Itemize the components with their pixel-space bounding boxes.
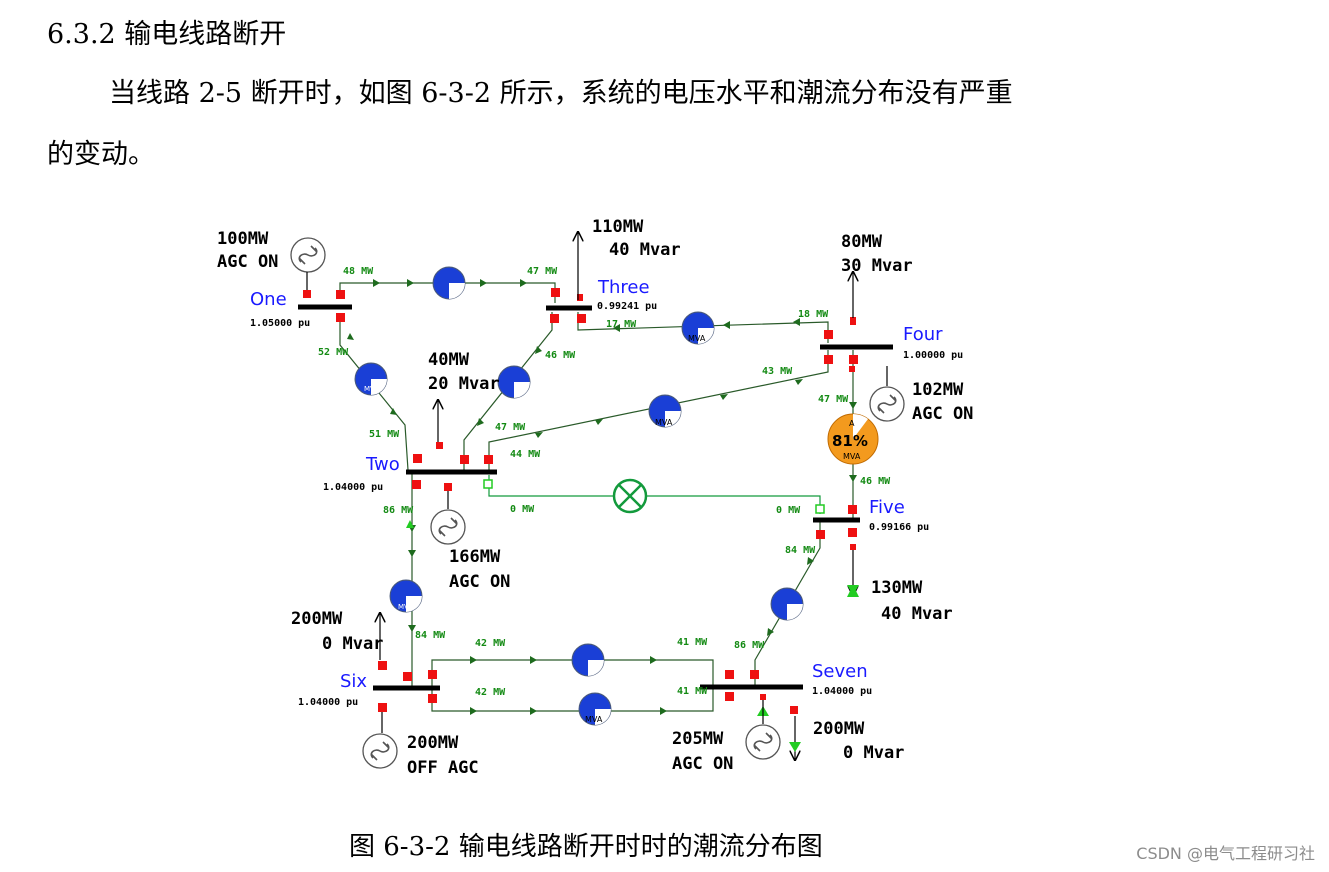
svg-text:AGC ON: AGC ON: [449, 572, 510, 592]
generator-icon-4: [869, 386, 905, 422]
svg-text:A: A: [849, 419, 855, 428]
bus-voltage-seven: 1.04000 pu: [812, 686, 872, 697]
bus-voltage-four: 1.00000 pu: [903, 350, 963, 361]
gauge-line-2-3: [497, 365, 531, 399]
generators: [290, 237, 905, 769]
gauge-line-1-3: [432, 266, 466, 300]
svg-text:200MW: 200MW: [813, 719, 865, 739]
overload-gauge-line-4-5: A 81% MVA: [827, 413, 879, 465]
svg-text:80MW: 80MW: [841, 232, 883, 252]
bus-voltage-five: 0.99166 pu: [869, 522, 929, 533]
svg-text:MVA: MVA: [398, 603, 413, 611]
svg-text:84 MW: 84 MW: [415, 630, 446, 641]
svg-text:AGC ON: AGC ON: [912, 404, 973, 424]
svg-text:MVA: MVA: [843, 452, 861, 461]
svg-text:41 MW: 41 MW: [677, 637, 708, 648]
bus-name-six: Six: [340, 671, 367, 692]
svg-text:40 Mvar: 40 Mvar: [609, 240, 681, 260]
paragraph: 当线路 2-5 断开时，如图 6-3-2 所示，系统的电压水平和潮流分布没有严重…: [47, 63, 1197, 185]
gauge-line-6-7-upper: [571, 643, 605, 677]
svg-text:20 Mvar: 20 Mvar: [428, 374, 500, 394]
svg-text:18 MW: 18 MW: [798, 309, 829, 320]
open-line-breaker-icon: [612, 478, 648, 514]
generator-icon-2: [430, 509, 466, 545]
svg-text:MVA: MVA: [364, 385, 379, 393]
svg-text:47 MW: 47 MW: [527, 266, 558, 277]
svg-text:102MW: 102MW: [912, 380, 964, 400]
generator-icon-6: [362, 733, 398, 769]
bus-name-seven: Seven: [812, 661, 868, 682]
svg-text:0 Mvar: 0 Mvar: [843, 743, 904, 763]
flow-gauges: MVA MVA MVA MVA MVA: [354, 266, 804, 726]
bus-name-four: Four: [903, 324, 943, 345]
svg-text:0 MW: 0 MW: [776, 505, 801, 516]
svg-text:200MW: 200MW: [407, 733, 459, 753]
svg-text:48 MW: 48 MW: [343, 266, 374, 277]
breakers: [303, 288, 858, 714]
svg-text:30 Mvar: 30 Mvar: [841, 256, 913, 276]
svg-text:AGC ON: AGC ON: [672, 754, 733, 774]
svg-text:46 MW: 46 MW: [860, 476, 891, 487]
svg-text:100MW: 100MW: [217, 229, 269, 249]
svg-text:17 MW: 17 MW: [606, 319, 637, 330]
svg-text:84 MW: 84 MW: [785, 545, 816, 556]
svg-text:86 MW: 86 MW: [383, 505, 414, 516]
device-labels: 100MW AGC ON 110MW 40 Mvar 80MW 30 Mvar …: [217, 217, 973, 778]
bus-voltage-one: 1.05000 pu: [250, 318, 310, 329]
svg-text:130MW: 130MW: [871, 578, 923, 598]
svg-text:81%: 81%: [832, 432, 868, 450]
gauge-line-5-7: [770, 587, 804, 621]
svg-text:110MW: 110MW: [592, 217, 644, 237]
svg-text:205MW: 205MW: [672, 729, 724, 749]
svg-text:42 MW: 42 MW: [475, 687, 506, 698]
svg-text:47 MW: 47 MW: [818, 394, 849, 405]
figure-caption: 图 6-3-2 输电线路断开时时的潮流分布图: [349, 832, 823, 862]
svg-text:0 MW: 0 MW: [510, 504, 535, 515]
svg-text:166MW: 166MW: [449, 547, 501, 567]
paragraph-line-2: 的变动。: [47, 139, 155, 170]
flow-labels: 48 MW 47 MW 52 MW 51 MW 46 MW 47 MW 17 M…: [318, 266, 891, 698]
generator-icon-1: [290, 237, 326, 273]
bus-voltage-two: 1.04000 pu: [323, 482, 383, 493]
svg-text:200MW: 200MW: [291, 609, 343, 629]
bus-name-one: One: [250, 289, 287, 310]
svg-text:51 MW: 51 MW: [369, 429, 400, 440]
svg-text:43 MW: 43 MW: [762, 366, 793, 377]
loads: [380, 232, 853, 760]
svg-text:86 MW: 86 MW: [734, 640, 765, 651]
bus-voltage-six: 1.04000 pu: [298, 697, 358, 708]
flow-arrows: [347, 279, 857, 715]
svg-text:AGC ON: AGC ON: [217, 252, 278, 272]
bus-name-two: Two: [365, 454, 400, 475]
line-2-5-open: [488, 475, 821, 514]
paragraph-line-1: 当线路 2-5 断开时，如图 6-3-2 所示，系统的电压水平和潮流分布没有严重: [109, 78, 1013, 109]
svg-text:0 Mvar: 0 Mvar: [322, 634, 383, 654]
bus-bars: [298, 304, 893, 691]
bus-voltage-three: 0.99241 pu: [597, 301, 657, 312]
bus-name-three: Three: [597, 277, 650, 298]
svg-text:47 MW: 47 MW: [495, 422, 526, 433]
svg-text:MVA: MVA: [585, 715, 603, 724]
svg-text:44 MW: 44 MW: [510, 449, 541, 460]
svg-text:46 MW: 46 MW: [545, 350, 576, 361]
svg-text:MVA: MVA: [655, 418, 673, 427]
svg-text:OFF AGC: OFF AGC: [407, 758, 479, 778]
section-heading: 6.3.2 输电线路断开: [47, 19, 287, 50]
generator-icon-7: [745, 724, 781, 760]
svg-text:MVA: MVA: [688, 334, 706, 343]
bus-name-five: Five: [869, 497, 905, 518]
svg-text:52 MW: 52 MW: [318, 347, 349, 358]
svg-text:42 MW: 42 MW: [475, 638, 506, 649]
svg-text:40MW: 40MW: [428, 350, 470, 370]
watermark: CSDN @电气工程研习社: [1136, 844, 1315, 863]
svg-text:41 MW: 41 MW: [677, 686, 708, 697]
open-breakers: [483, 479, 825, 514]
svg-text:40 Mvar: 40 Mvar: [881, 604, 953, 624]
